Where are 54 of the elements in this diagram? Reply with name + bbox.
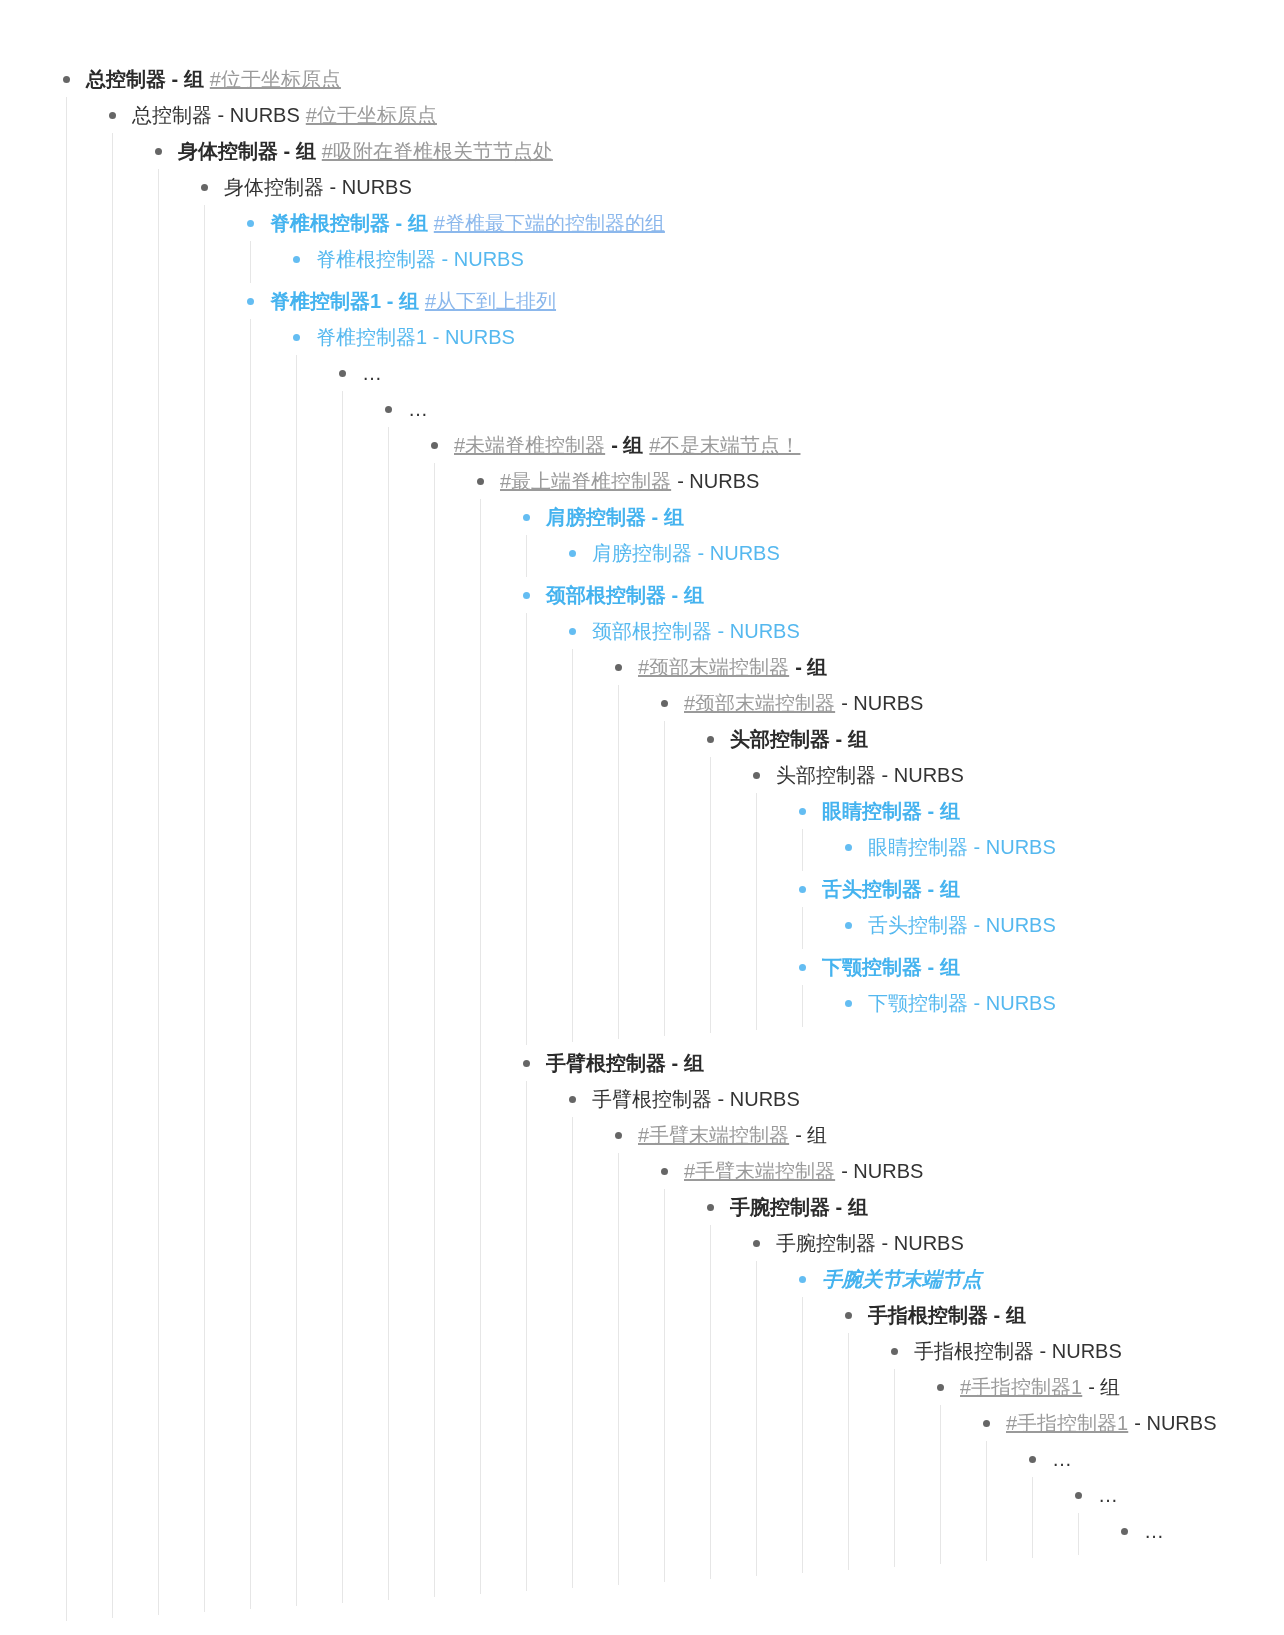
comment-link: #吸附在脊椎根关节节点处 <box>321 139 553 164</box>
item-text: - NURBS <box>1134 1411 1217 1436</box>
item-text: 颈部根控制器 - 组 <box>546 583 704 608</box>
comment-link: #位于坐标原点 <box>209 67 341 92</box>
item-text: - 组 <box>795 655 828 680</box>
item-text: 身体控制器 - NURBS <box>224 175 412 200</box>
item-text: 手指根控制器 - NURBS <box>914 1339 1122 1364</box>
item-text: - NURBS <box>841 1159 924 1184</box>
item-text: 脊椎根控制器 - 组 <box>270 211 428 236</box>
item-text: … <box>362 361 382 386</box>
item-text: - 组 <box>611 433 644 458</box>
item-text: - NURBS <box>677 469 760 494</box>
comment-link: #手臂末端控制器 <box>638 1123 790 1148</box>
comment-link: #手指控制器1 <box>1006 1411 1129 1436</box>
item-text: 舌头控制器 - 组 <box>822 877 960 902</box>
comment-link: #不是末端节点！ <box>649 433 801 458</box>
item-text: 肩膀控制器 - 组 <box>546 505 684 530</box>
item-text: 舌头控制器 - NURBS <box>868 913 1056 938</box>
item-text: 头部控制器 - NURBS <box>776 763 964 788</box>
comment-link: #颈部末端控制器 <box>684 691 836 716</box>
item-text: 脊椎控制器1 - 组 <box>270 289 419 314</box>
comment-link: #颈部末端控制器 <box>638 655 790 680</box>
item-text: 下颚控制器 - NURBS <box>868 991 1056 1016</box>
comment-link: #位于坐标原点 <box>305 103 437 128</box>
item-text: 身体控制器 - 组 <box>178 139 316 164</box>
item-text: 颈部根控制器 - NURBS <box>592 619 800 644</box>
item-text: 手腕关节末端节点 <box>822 1267 982 1292</box>
item-text: 眼睛控制器 - NURBS <box>868 835 1056 860</box>
item-text: 手腕控制器 - NURBS <box>776 1231 964 1256</box>
item-text: … <box>1098 1483 1118 1508</box>
item-text: - NURBS <box>841 691 924 716</box>
item-text: - 组 <box>1088 1375 1121 1400</box>
item-text: 手指根控制器 - 组 <box>868 1303 1026 1328</box>
comment-link: #从下到上排列 <box>424 289 557 314</box>
item-text: 手臂根控制器 - NURBS <box>592 1087 800 1112</box>
item-text: … <box>1052 1447 1072 1472</box>
item-text: 脊椎控制器1 - NURBS <box>316 325 515 350</box>
comment-link: #脊椎最下端的控制器的组 <box>433 211 665 236</box>
item-text: 手腕控制器 - 组 <box>730 1195 868 1220</box>
item-text: … <box>408 397 428 422</box>
item-text: 总控制器 - NURBS <box>132 103 300 128</box>
item-text: 肩膀控制器 - NURBS <box>592 541 780 566</box>
item-text: 眼睛控制器 - 组 <box>822 799 960 824</box>
item-text: 下颚控制器 - 组 <box>822 955 960 980</box>
comment-link: #未端脊椎控制器 <box>454 433 606 458</box>
item-text: 总控制器 - 组 <box>86 67 204 92</box>
item-text: … <box>1144 1519 1164 1544</box>
item-text: 脊椎根控制器 - NURBS <box>316 247 524 272</box>
comment-link: #最上端脊椎控制器 <box>500 469 672 494</box>
item-text: 头部控制器 - 组 <box>730 727 868 752</box>
item-text: 手臂根控制器 - 组 <box>546 1051 704 1076</box>
comment-link: #手臂末端控制器 <box>684 1159 836 1184</box>
item-text: - 组 <box>795 1123 828 1148</box>
comment-link: #手指控制器1 <box>960 1375 1083 1400</box>
